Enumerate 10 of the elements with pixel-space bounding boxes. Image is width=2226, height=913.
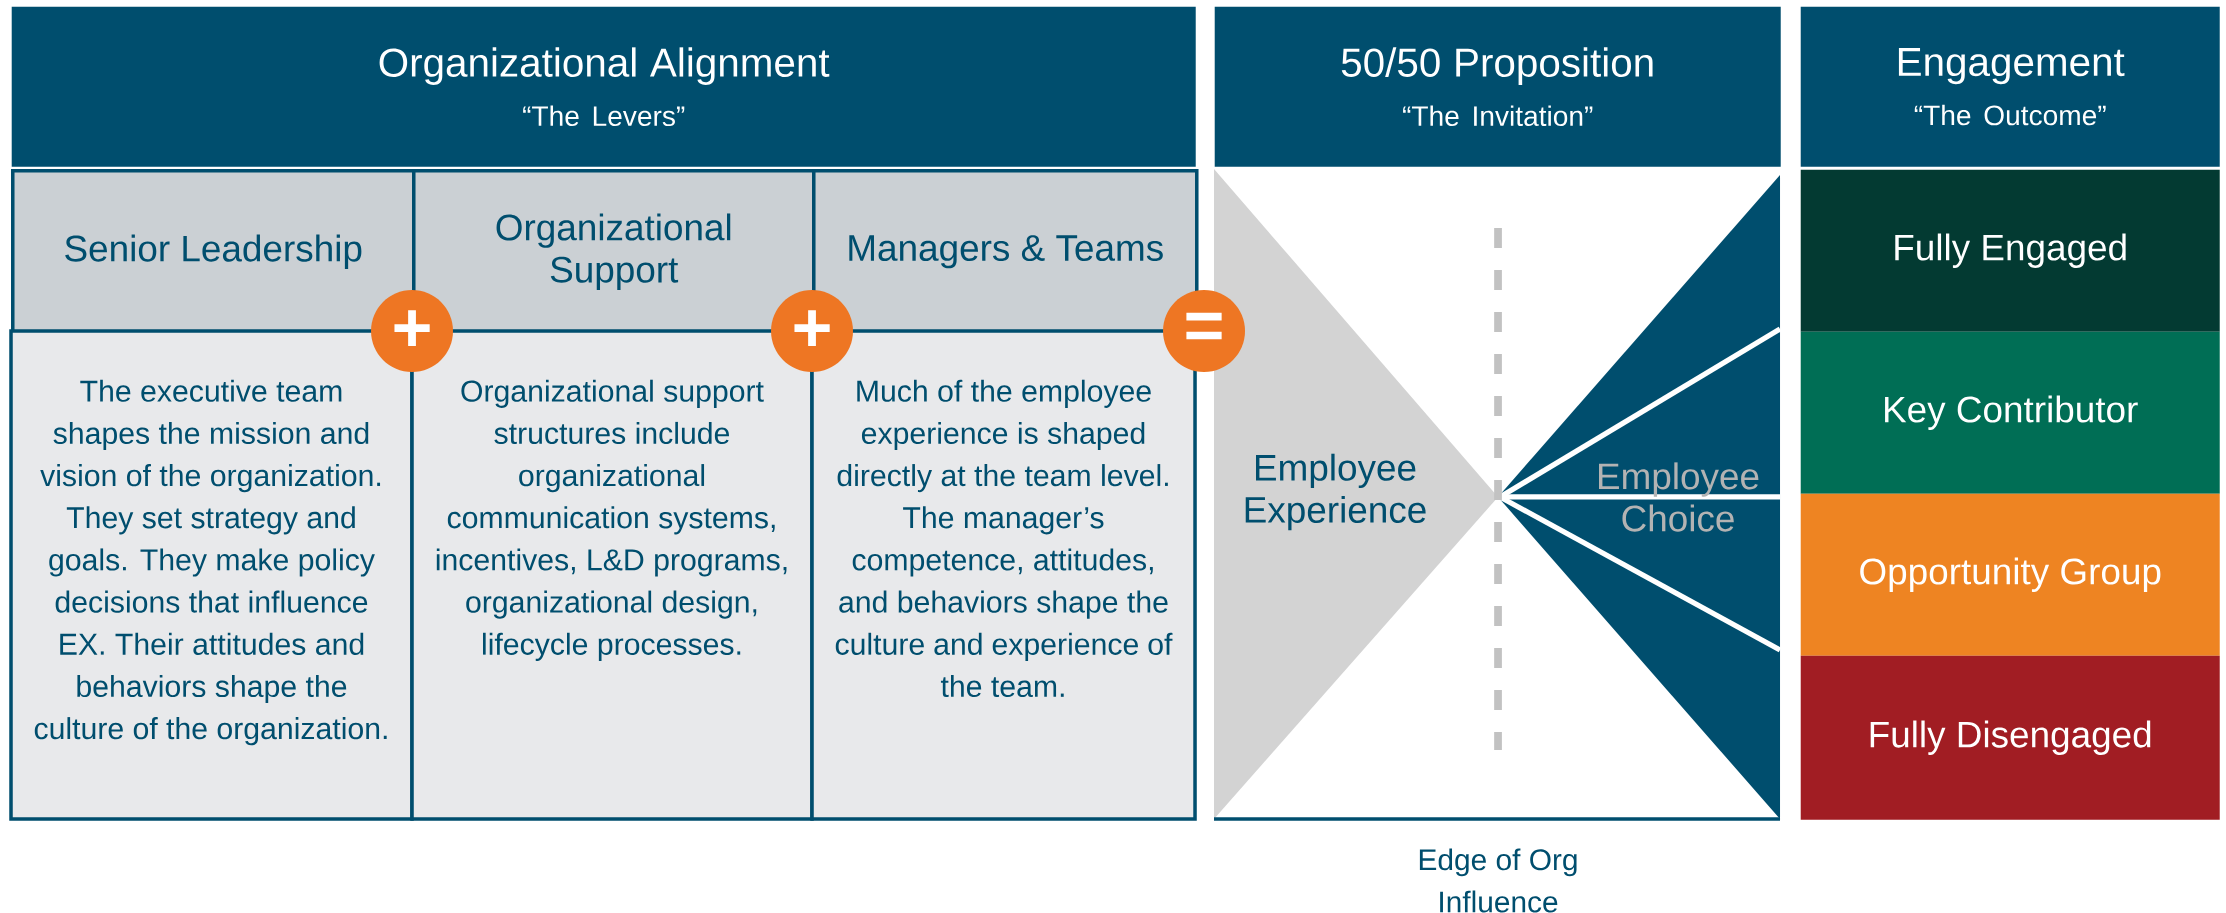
header-box: Organizational Alignment “The Levers”	[11, 6, 1196, 167]
outcome-box: Opportunity Group	[1800, 493, 2220, 656]
outcome-box: Key Contributor	[1800, 331, 2220, 494]
note-text: Edge of Org Influence	[1419, 848, 1577, 913]
header-box: Engagement “The Outcome”	[1800, 6, 2220, 167]
node-label: “The Levers”	[523, 105, 685, 127]
outcome-box: Fully Disengaged	[1800, 655, 2220, 820]
node-label: Organizational Alignment	[379, 47, 830, 85]
header-box: 50/50 Proposition “The Invitation”	[1214, 6, 1781, 167]
outcome-box: Fully Engaged	[1800, 169, 2220, 332]
